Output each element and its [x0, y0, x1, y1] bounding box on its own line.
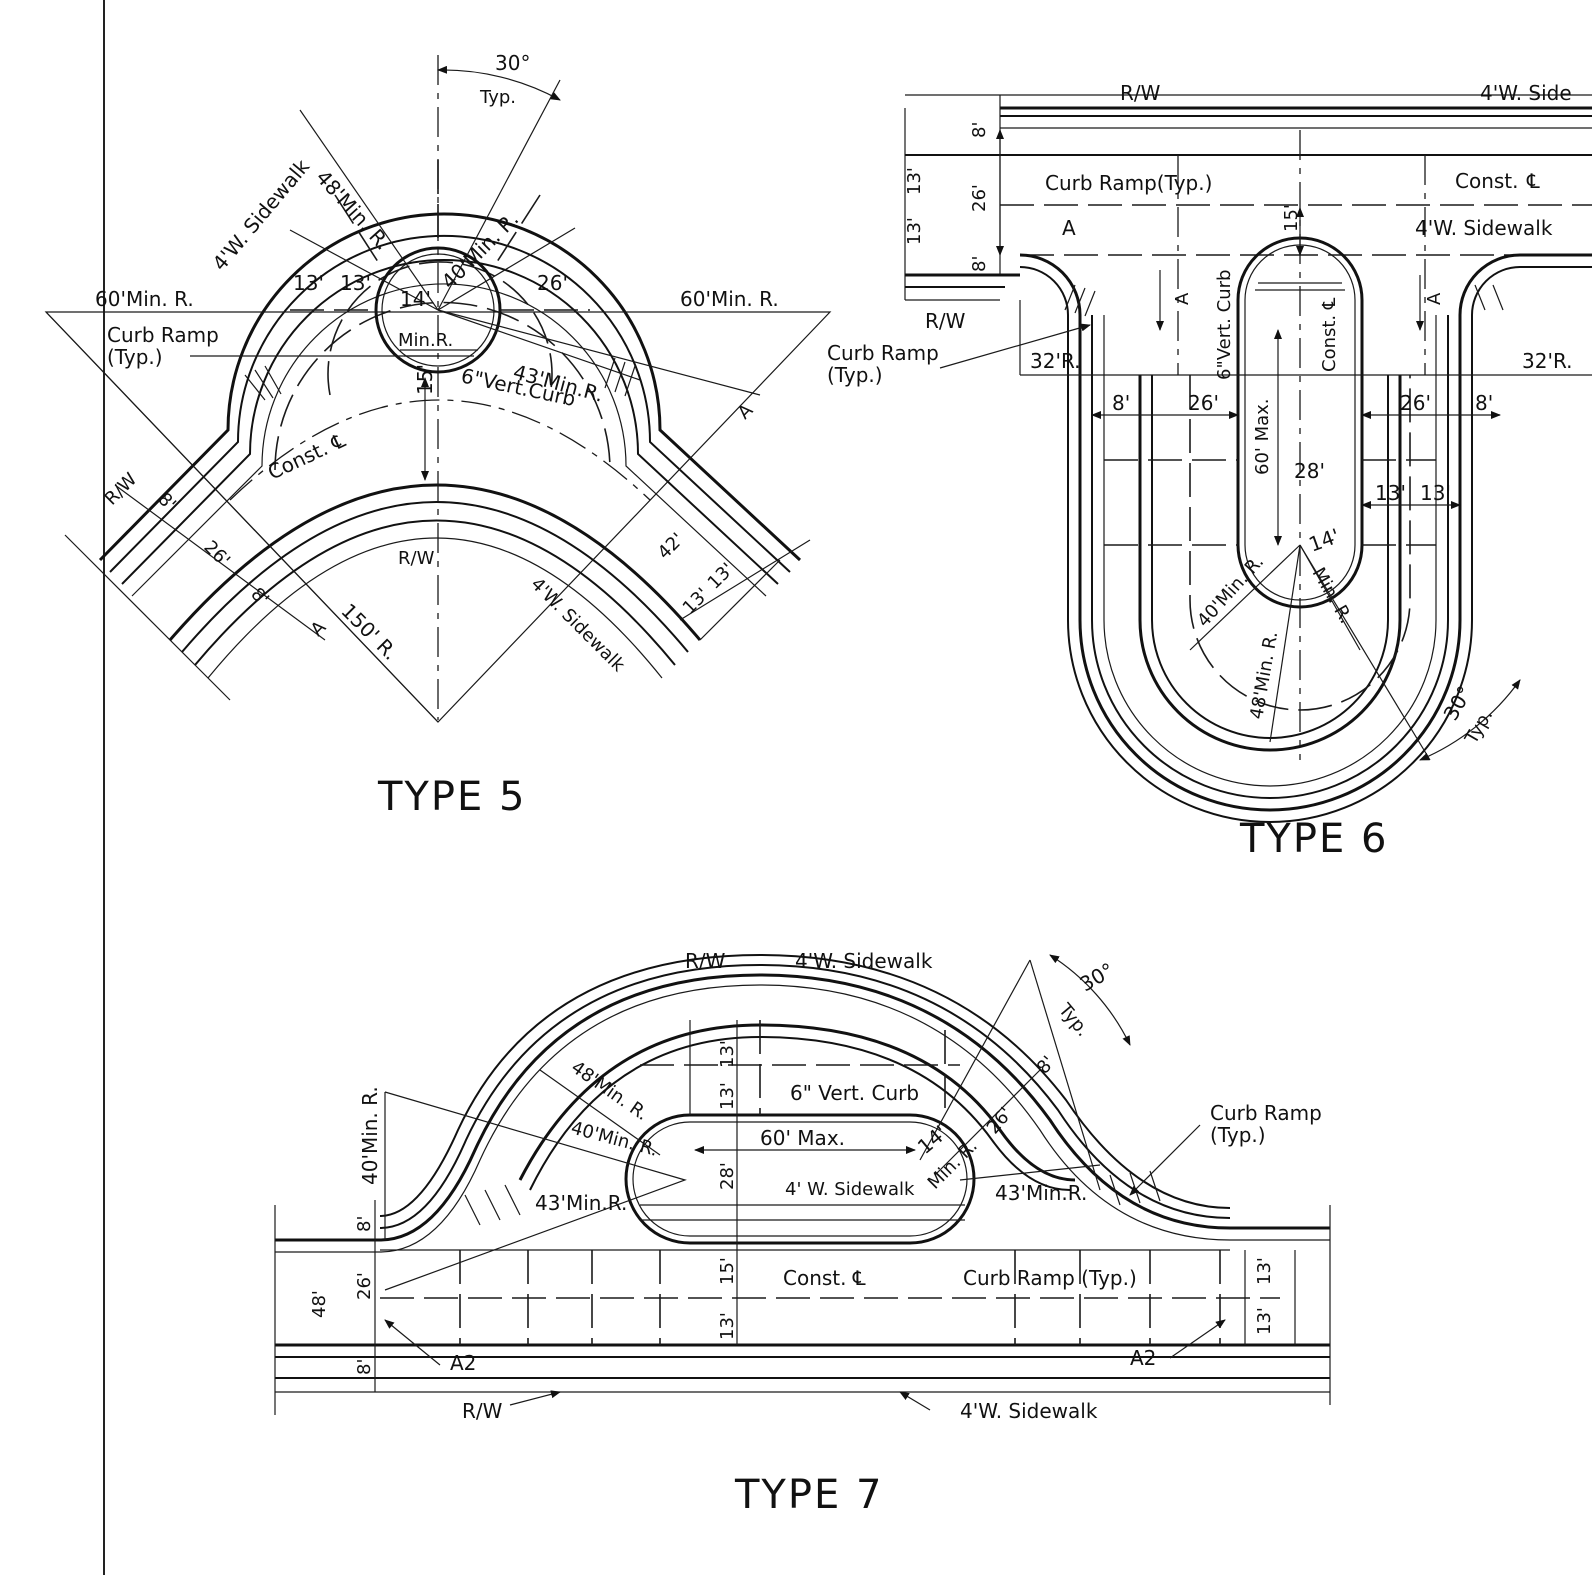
- type6-r32-left: 32'R.: [1030, 349, 1081, 373]
- type6-curb-ramp-call: Curb Ramp: [827, 341, 939, 365]
- type5-rw-left: R/W: [101, 469, 142, 510]
- type7-const-cl: Const. ℄: [783, 1266, 866, 1290]
- type6-const-cl: Const. ℄: [1319, 297, 1340, 372]
- type7-r40: 40'Min. R.: [569, 1118, 660, 1161]
- type7-rw-bottom: R/W: [462, 1399, 503, 1423]
- type5-sidewalk-top: 4'W. Sidewalk: [207, 154, 314, 275]
- type7-d13-r1: 13': [1254, 1257, 1275, 1285]
- type6-d26-l: 26': [1188, 391, 1219, 415]
- type5-d15: 15': [413, 364, 437, 395]
- type6-d13-r2: 13': [1420, 481, 1451, 505]
- type7-d13b: 13': [717, 1082, 738, 1110]
- type7-angle: 30°: [1076, 958, 1119, 997]
- type7-title: TYPE 7: [734, 1472, 883, 1518]
- type7-a2-right: A2: [1130, 1346, 1156, 1370]
- type6-sidewalk-mid: 4'W. Sidewalk: [1415, 216, 1553, 240]
- type7-rw-top: R/W: [685, 949, 726, 973]
- type7-drawing: R/W 4'W. Sidewalk 30° Typ. 48'Min. R. 13…: [274, 949, 1331, 1518]
- type5-a-left: A: [307, 616, 331, 640]
- type7-vert-curb: 6" Vert. Curb: [790, 1081, 919, 1105]
- type7-d13a: 13': [717, 1040, 738, 1068]
- type6-cl-symbol: ℄: [1526, 169, 1540, 193]
- type5-r60-left: 60'Min. R.: [95, 287, 194, 311]
- type5-d8-left: 8': [153, 489, 179, 515]
- type6-d60: 60' Max.: [1252, 398, 1273, 475]
- type5-d13d: 13': [704, 559, 739, 594]
- type6-title: TYPE 6: [1239, 816, 1388, 862]
- type5-d26-left: 26': [199, 537, 234, 572]
- type5-angle: 30°: [495, 51, 530, 75]
- type5-curb-ramp-typ: (Typ.): [107, 345, 163, 369]
- type5-rw-bottom: R/W: [398, 548, 435, 569]
- type7-sidewalk-mid: 4' W. Sidewalk: [785, 1179, 915, 1200]
- type7-curb-ramp-typ: (Typ.): [1210, 1123, 1266, 1147]
- type5-r48: 48'Min. R.: [311, 165, 395, 254]
- type5-min-r: Min.R.: [398, 330, 453, 351]
- type5-r60-right: 60'Min. R.: [680, 287, 779, 311]
- type6-d13a: 13': [904, 167, 925, 195]
- type5-curb-ramp: Curb Ramp: [107, 323, 219, 347]
- type6-d8-r: 8': [1475, 391, 1493, 415]
- type6-d28: 28': [1294, 459, 1325, 483]
- type7-typ: Typ.: [1054, 999, 1094, 1041]
- type5-r14: 14': [400, 287, 431, 311]
- type7-d48: 48': [309, 1290, 330, 1318]
- type7-d8-r: 8': [1033, 1052, 1060, 1078]
- type7-d26-l: 26': [354, 1272, 375, 1300]
- type6-drawing: R/W 4'W. Side 8' 13' 13' 26' 8' Curb Ram…: [827, 81, 1592, 862]
- type7-curb-ramp: Curb Ramp: [1210, 1101, 1322, 1125]
- type6-a-mid: A: [1172, 292, 1193, 305]
- type5-d13b: 13': [340, 271, 371, 295]
- type5-d42: 42': [654, 529, 689, 564]
- type7-d13-r2: 13': [1254, 1307, 1275, 1335]
- type7-a2-left: A2: [450, 1351, 476, 1375]
- type6-curb-ramp: Curb Ramp(Typ.): [1045, 171, 1212, 195]
- type6-r14: 14': [1306, 524, 1343, 557]
- type6-const-top: Const.: [1455, 169, 1519, 193]
- type6-d15: 15': [1281, 204, 1302, 232]
- type5-a-right: A: [734, 399, 758, 423]
- type7-curb-ramp-bottom: Curb Ramp (Typ.): [963, 1266, 1137, 1290]
- type5-const-cl: Const. ℄: [264, 428, 349, 485]
- type7-d8-bottom: 8': [354, 1359, 375, 1375]
- type7-sidewalk-top: 4'W. Sidewalk: [795, 949, 933, 973]
- type6-d26: 26': [969, 184, 990, 212]
- type6-d8-top: 8': [969, 122, 990, 138]
- type7-d15: 15': [717, 1257, 738, 1285]
- type7-r43-left: 43'Min.R.: [535, 1191, 627, 1215]
- type7-r43-right: 43'Min.R.: [995, 1181, 1087, 1205]
- type7-sidewalk-bottom: 4'W. Sidewalk: [960, 1399, 1098, 1423]
- type5-d26: 26': [537, 271, 568, 295]
- type6-min-r: Min. R.: [1308, 564, 1357, 627]
- type6-rw-top: R/W: [1120, 81, 1161, 105]
- type6-a-right: A: [1424, 292, 1445, 305]
- type5-drawing: 30° Typ. 4'W. Sidewalk 48'Min. R. 40'Min…: [44, 51, 832, 820]
- type5-typ: Typ.: [479, 87, 516, 108]
- type6-r32-right: 32'R.: [1522, 349, 1573, 373]
- type6-d13b: 13': [904, 217, 925, 245]
- type6-rw-left: R/W: [925, 309, 966, 333]
- type7-r40-side: 40'Min. R.: [358, 1086, 382, 1185]
- type6-vert-curb: 6"Vert. Curb: [1214, 270, 1235, 380]
- type7-d28: 28': [717, 1162, 738, 1190]
- type5-d13a: 13': [293, 271, 324, 295]
- type6-d26-r: 26': [1400, 391, 1431, 415]
- type6-a-left: A: [1062, 216, 1076, 240]
- type5-d13c: 13': [679, 584, 714, 619]
- type5-title: TYPE 5: [377, 774, 526, 820]
- type6-curb-ramp-call-typ: (Typ.): [827, 363, 883, 387]
- type6-d13-r1: 13': [1375, 481, 1406, 505]
- type5-r150: 150' R.: [336, 599, 402, 665]
- type7-d8-l: 8': [354, 1216, 375, 1232]
- type6-d8-mid: 8': [969, 256, 990, 272]
- type6-sidewalk-top: 4'W. Side: [1480, 81, 1572, 105]
- type6-d8-l: 8': [1112, 391, 1130, 415]
- type7-d13-l: 13': [717, 1312, 738, 1340]
- type7-d60: 60' Max.: [760, 1126, 845, 1150]
